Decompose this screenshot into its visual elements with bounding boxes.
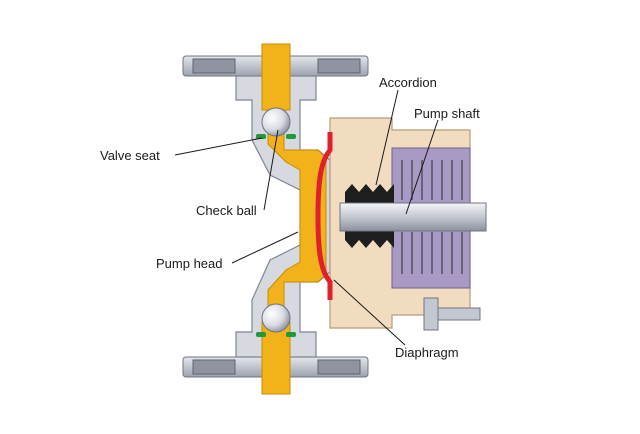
spring-coils (401, 160, 463, 274)
label-check-ball: Check ball (196, 203, 257, 218)
label-accordion: Accordion (379, 75, 437, 90)
label-valve-seat: Valve seat (100, 148, 160, 163)
leader-lines (174, 89, 439, 346)
housing-bolt (423, 297, 481, 331)
label-diaphragm: Diaphragm (395, 345, 459, 360)
pump-shaft (339, 202, 487, 232)
diaphragm-membrane (315, 132, 333, 300)
upper-check-ball (261, 107, 291, 137)
valve-seat-rings (256, 134, 296, 337)
label-pump-shaft: Pump shaft (414, 106, 480, 121)
lower-check-ball (261, 303, 291, 333)
label-pump-head: Pump head (156, 256, 223, 271)
